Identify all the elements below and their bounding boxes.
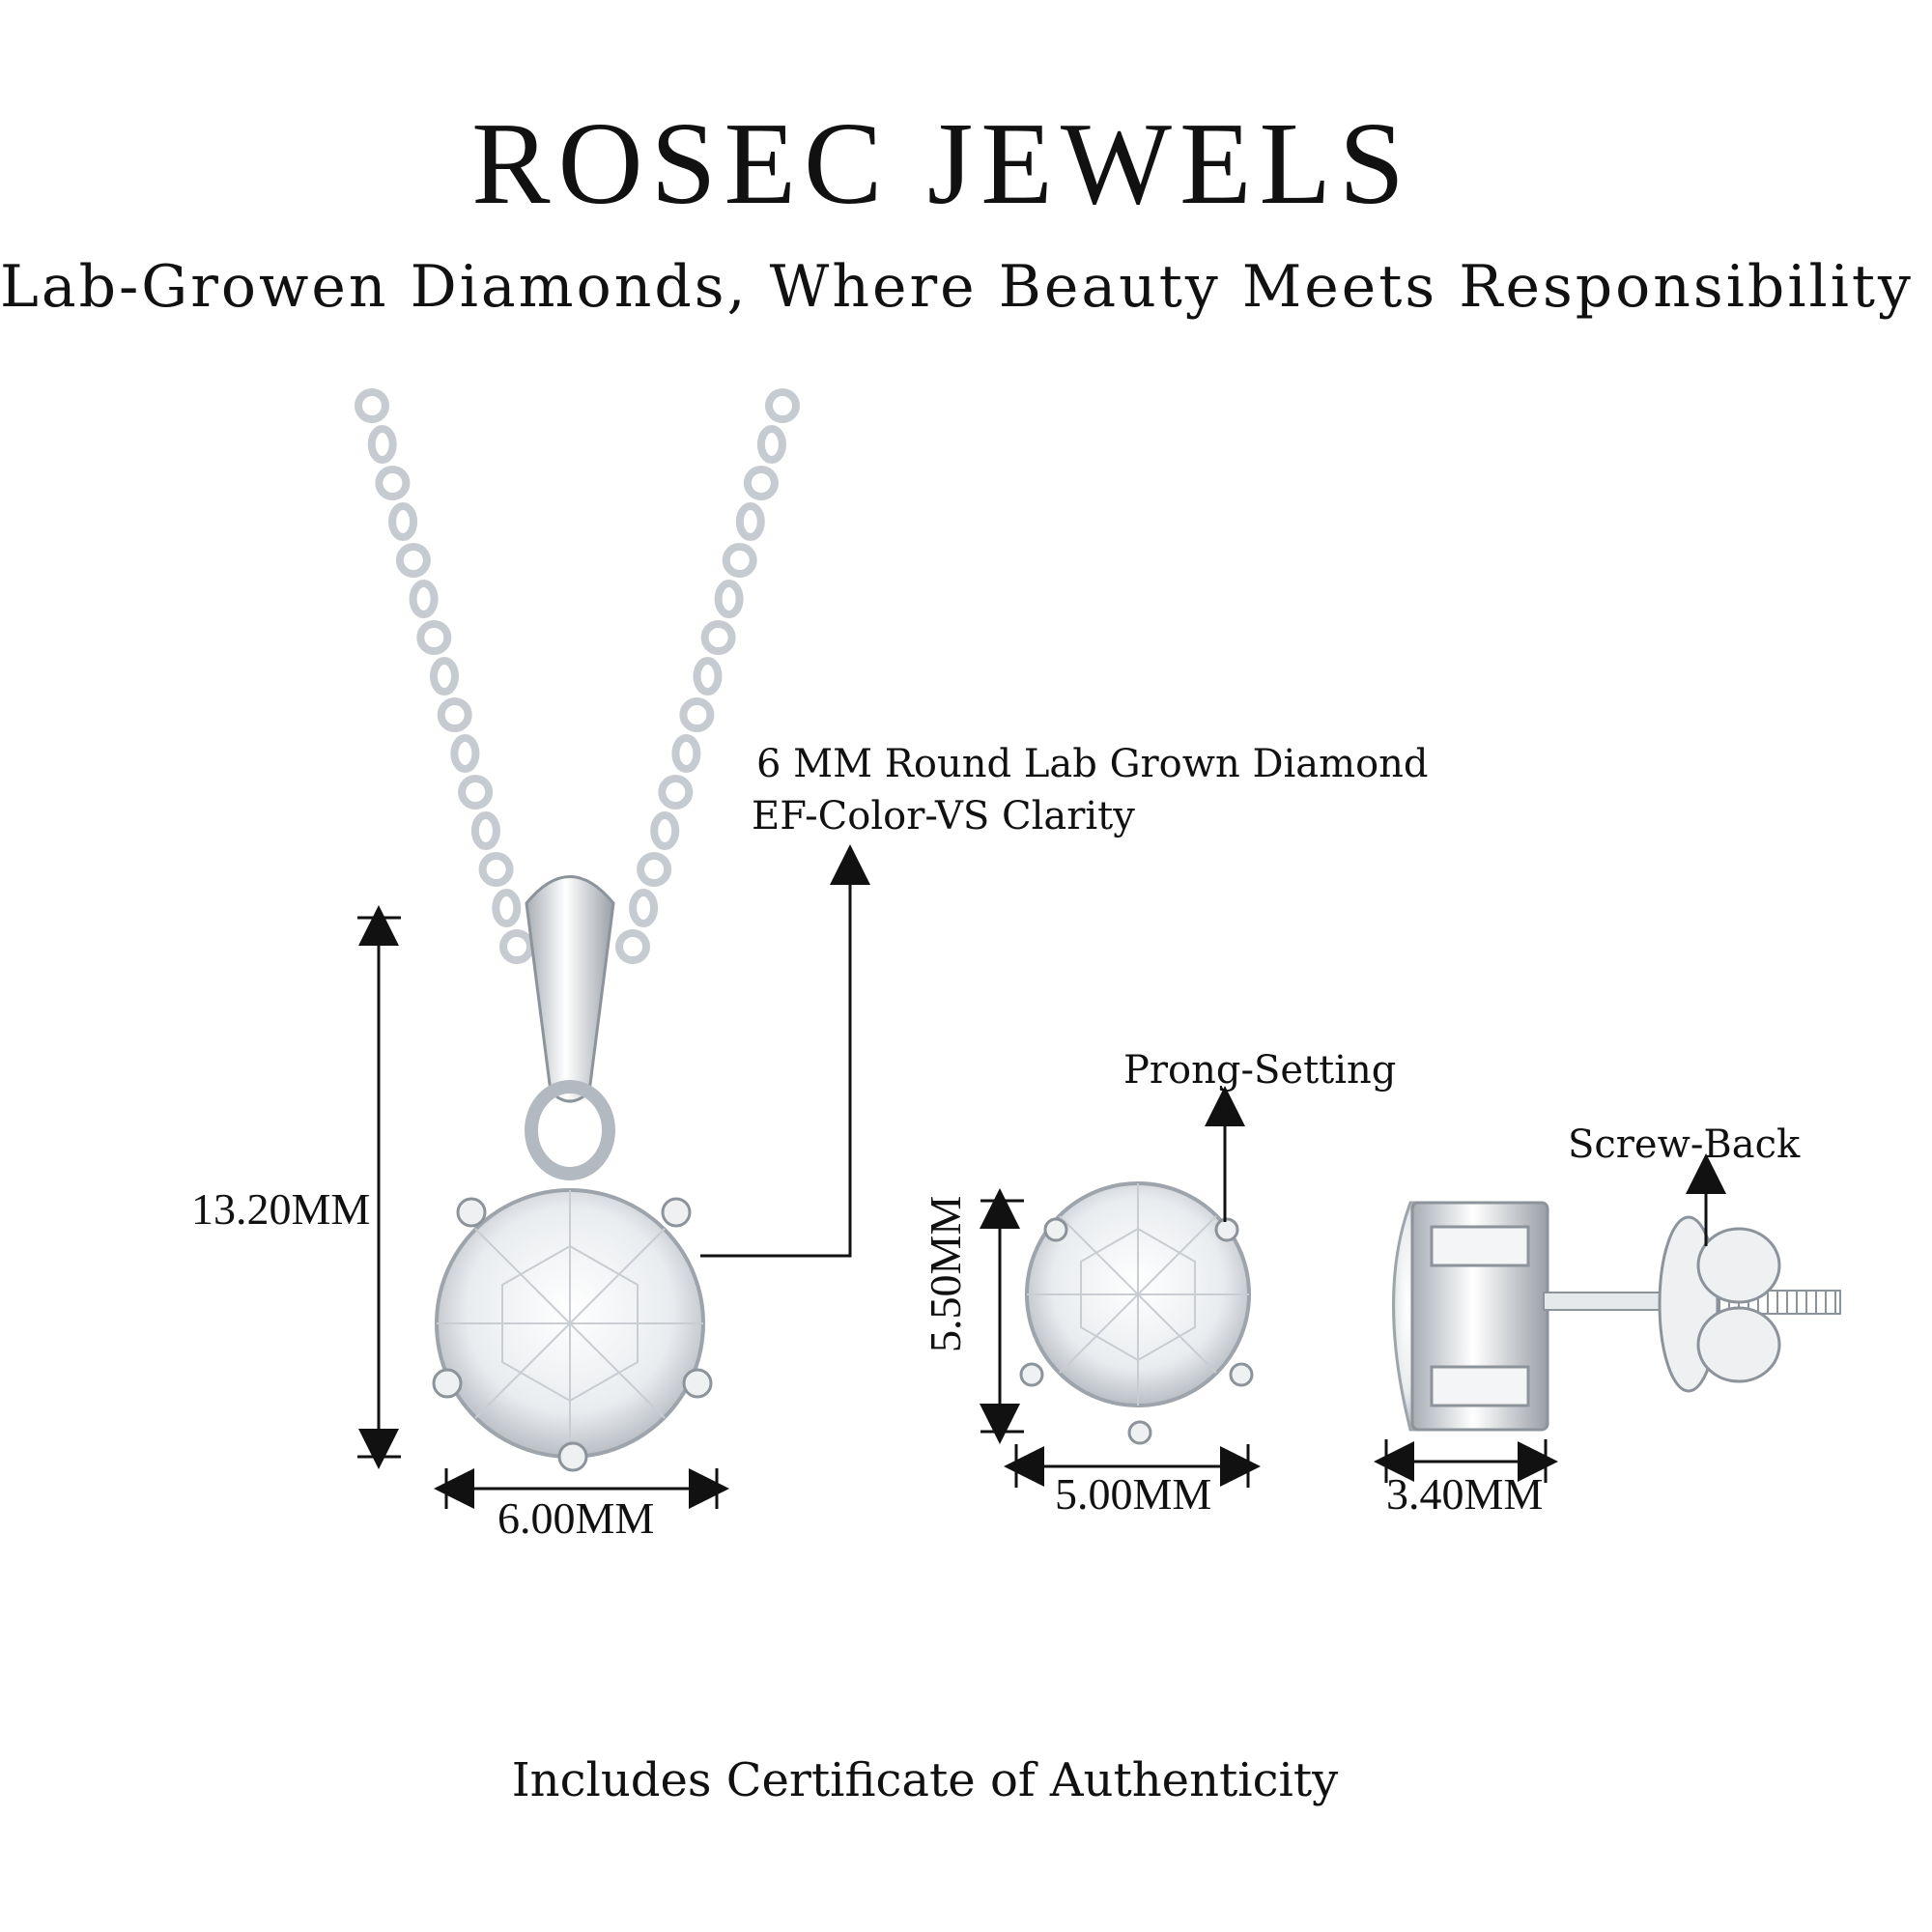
chain-link — [430, 657, 459, 696]
chain-link — [756, 425, 786, 464]
chain-link — [437, 697, 472, 732]
chain-link — [637, 852, 672, 887]
chain-link — [355, 388, 389, 423]
chain-link — [388, 502, 418, 541]
earring-depth-dimension — [1374, 1439, 1558, 1483]
chain-link — [395, 543, 431, 578]
chain-link — [470, 811, 500, 850]
chain-link — [671, 734, 701, 773]
chain-link — [765, 388, 800, 423]
earring-width-dimension — [1004, 1444, 1261, 1488]
earring-height-dimension — [980, 1188, 1024, 1444]
chain-link — [375, 466, 411, 500]
stone-spec-line1: 6 MM Round Lab Grown Diamond — [756, 742, 1429, 786]
brand-title: ROSEC JEWELS — [471, 99, 1412, 229]
prong-setting-label: Prong-Setting — [1123, 1048, 1397, 1093]
pendant-height-dimension — [357, 905, 401, 1469]
chain-link — [629, 889, 659, 927]
chain-link — [416, 620, 452, 655]
earring-front-diamond — [1019, 1181, 1254, 1445]
chain-link — [679, 697, 715, 732]
pendant-width-label: 6.00MM — [497, 1493, 655, 1543]
chain-link — [450, 734, 480, 773]
earring-depth-label: 3.40MM — [1386, 1469, 1544, 1519]
certificate-note: Includes Certificate of Authenticity — [511, 1753, 1339, 1807]
chain-link — [714, 580, 744, 618]
chain-link — [499, 929, 534, 964]
stone-callout-line — [700, 844, 870, 1258]
chain-link — [693, 657, 723, 696]
pendant-diamond — [432, 1188, 713, 1472]
chain-link — [700, 620, 736, 655]
pendant-bail — [525, 875, 615, 1180]
earring-side-view — [1392, 1201, 1841, 1432]
earring-width-label: 5.00MM — [1055, 1469, 1212, 1519]
screw-back-label: Screw-Back — [1568, 1122, 1801, 1167]
chain-link — [492, 889, 522, 927]
chain-link — [722, 543, 757, 578]
earring-height-label: 5.50MM — [921, 1195, 970, 1352]
chain-link — [478, 852, 514, 887]
stone-spec-line2: EF-Color-VS Clarity — [752, 794, 1135, 838]
chain-link — [367, 425, 397, 464]
chain-link — [658, 775, 694, 810]
tagline: Lab-Growen Diamonds, Where Beauty Meets … — [0, 253, 1914, 321]
chain-link — [458, 775, 494, 810]
pendant-width-dimension — [434, 1468, 729, 1509]
necklace-chain — [355, 388, 800, 964]
chain-link — [615, 929, 650, 964]
chain-link — [735, 502, 765, 541]
chain-link — [650, 811, 680, 850]
chain-link — [743, 466, 779, 500]
chain-link — [409, 580, 439, 618]
pendant-height-label: 13.20MM — [191, 1184, 371, 1234]
